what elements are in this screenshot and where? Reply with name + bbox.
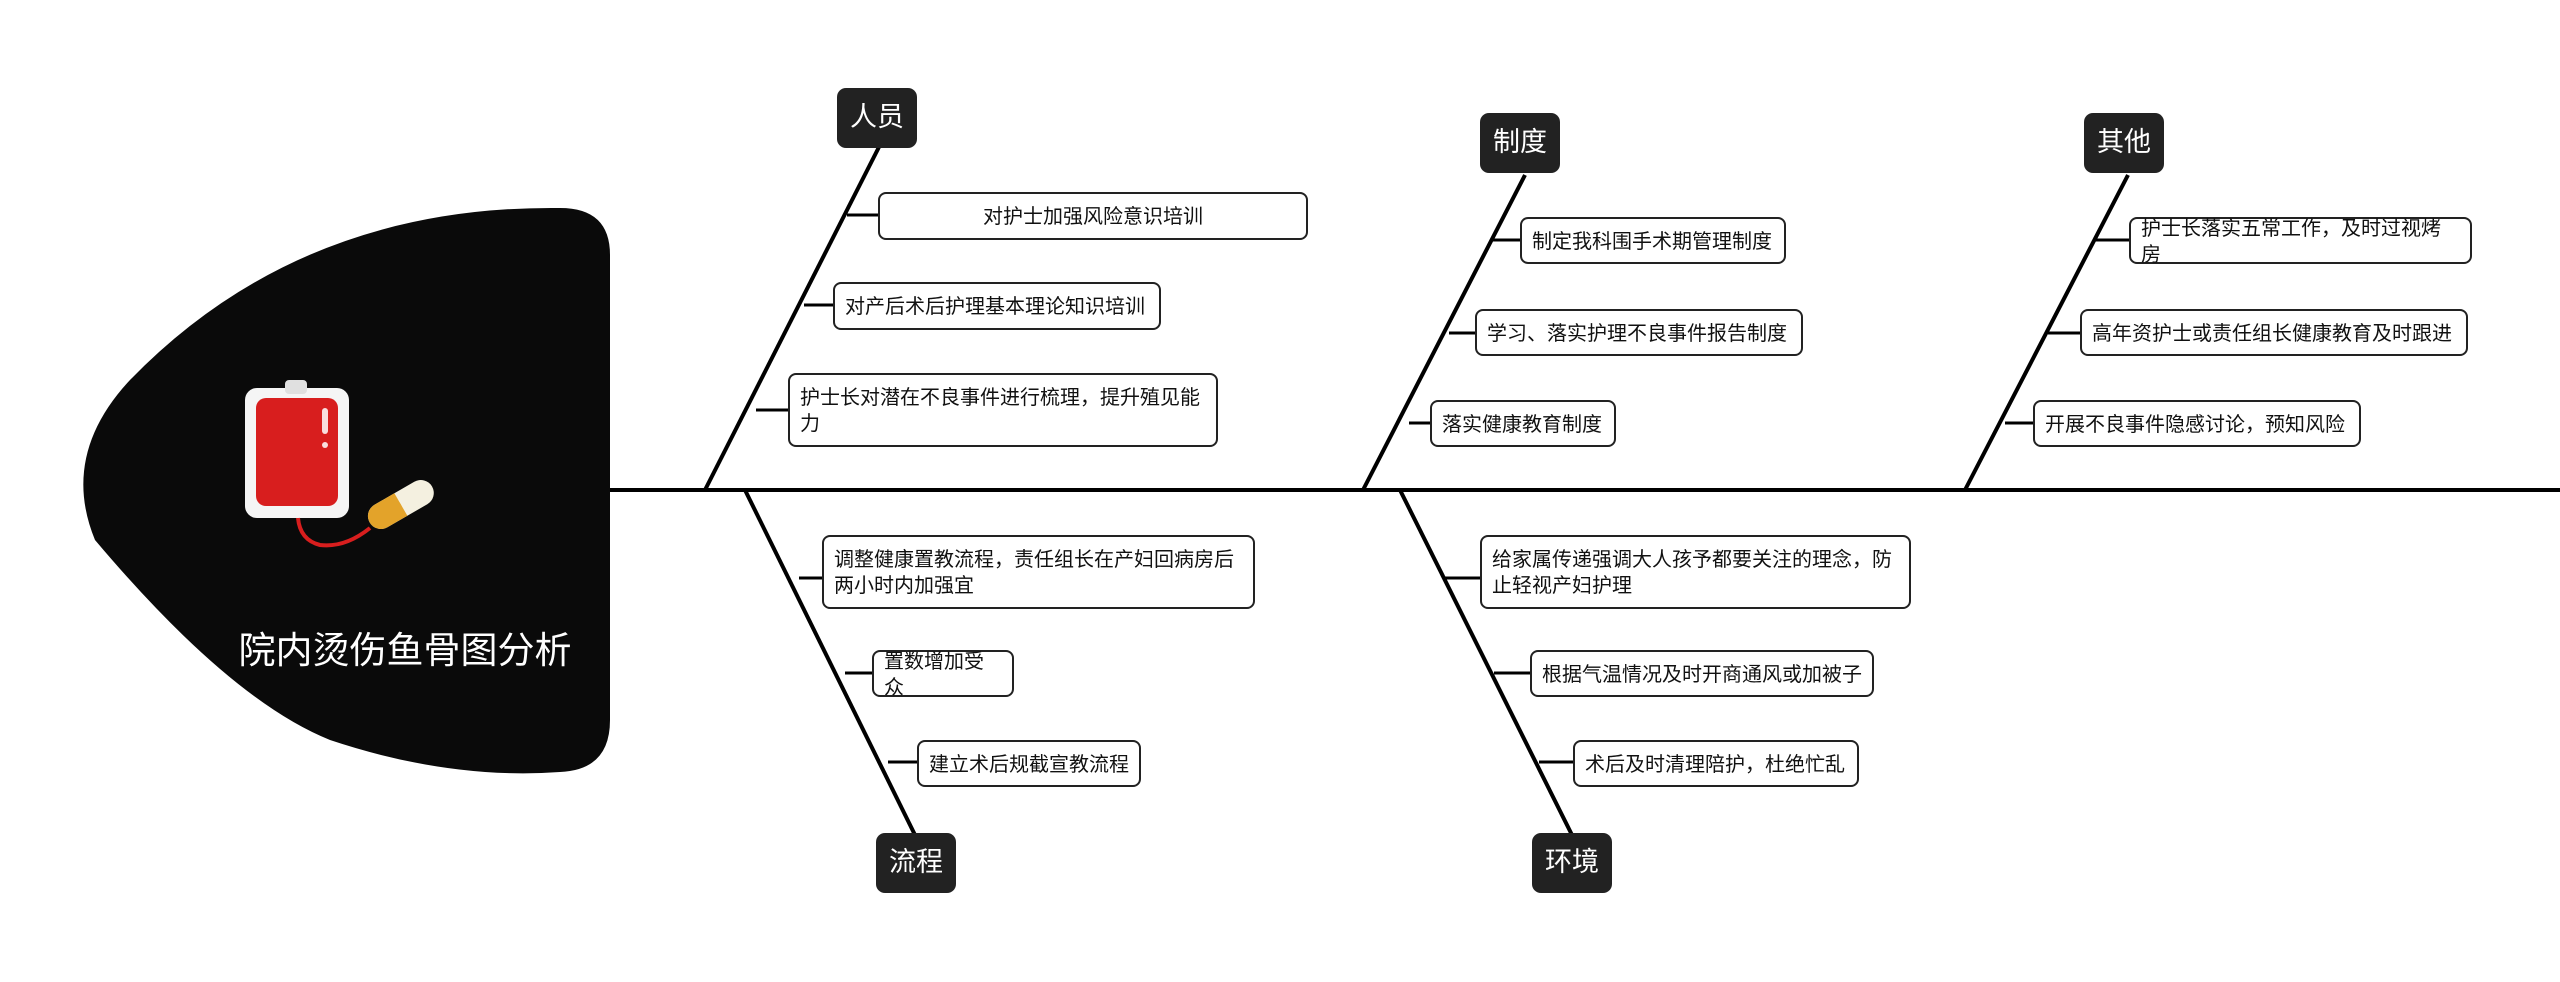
cause-node[interactable]: 置数增加受众: [872, 649, 1014, 699]
cause-node[interactable]: 制定我科围手术期管理制度: [1520, 217, 1786, 264]
cause-node[interactable]: 调整健康置教流程，责任组长在产妇回病房后两小时内加强宜: [822, 535, 1255, 609]
cause-node[interactable]: 落实健康教育制度: [1430, 400, 1616, 447]
bone-environment: [1398, 489, 1574, 836]
bone-process: [743, 489, 917, 836]
diagram-title: 院内烫伤鱼骨图分析: [238, 629, 572, 672]
cause-node[interactable]: 术后及时清理陪护，杜绝忙乱: [1573, 740, 1859, 787]
cause-node[interactable]: 根据气温情况及时开商通风或加被子: [1530, 650, 1874, 697]
cause-node[interactable]: 对护士加强风险意识培训: [878, 192, 1308, 240]
bone-other: [1963, 174, 2130, 491]
cause-node[interactable]: 护士长落实五常工作，及时过视烤房: [2129, 216, 2472, 266]
cause-node[interactable]: 开展不良事件隐感讨论，预知风险: [2033, 400, 2361, 447]
cause-node[interactable]: 护士长对潜在不良事件进行梳理，提升殖见能力: [788, 373, 1218, 447]
cause-node[interactable]: 给家属传递强调大人孩予都要关注的理念，防止轻视产妇护理: [1480, 535, 1911, 609]
cause-node[interactable]: 建立术后规截宣教流程: [917, 740, 1141, 787]
cause-node[interactable]: 学习、落实护理不良事件报告制度: [1475, 309, 1803, 356]
cause-node[interactable]: 高年资护士或责任组长健康教育及时跟进: [2080, 309, 2468, 356]
bone-system: [1361, 174, 1527, 491]
bone-personnel: [703, 144, 882, 491]
cause-node[interactable]: 对产后术后护理基本理论知识培训: [833, 282, 1161, 330]
category-process[interactable]: 流程: [876, 833, 956, 893]
blood-bag-and-pill-icon: [245, 380, 434, 548]
category-system[interactable]: 制度: [1480, 113, 1560, 173]
category-environment[interactable]: 环境: [1532, 833, 1612, 893]
category-personnel[interactable]: 人员: [837, 88, 917, 148]
category-other[interactable]: 其他: [2084, 113, 2164, 173]
